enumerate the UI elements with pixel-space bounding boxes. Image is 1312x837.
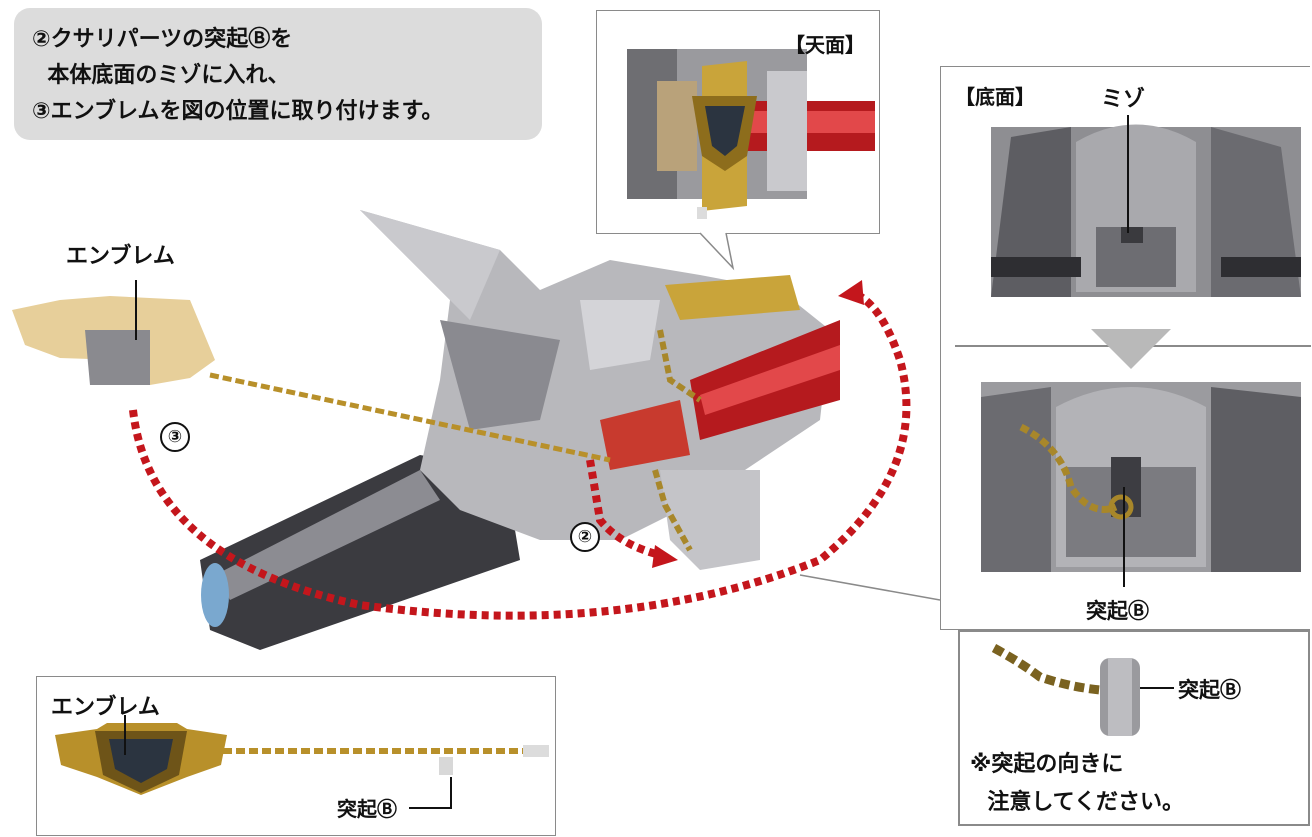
groove-label: ミゾ (1101, 87, 1146, 112)
parts-emblem-label: エンブレム (51, 695, 160, 720)
parts-protrusion-label: 突起Ⓑ (337, 797, 397, 821)
note-panel: 突起Ⓑ ※突起の向きに 注意してください。 (958, 630, 1310, 826)
instruction-box: ②クサリパーツの突起Ⓑを 本体底面のミゾに入れ、 ③エンブレムを図の位置に取り付… (14, 8, 542, 140)
note-protrusion-label: 突起Ⓑ (1178, 678, 1241, 702)
step-2-marker: ② (570, 522, 600, 552)
parts-panel: エンブレム 突起Ⓑ (36, 676, 556, 836)
parts-illustration (55, 715, 549, 809)
top-view-illustration (627, 49, 875, 219)
step-3-marker: ③ (160, 422, 190, 452)
main-emblem-label: エンブレム (66, 244, 175, 269)
top-view-panel: 【天面】 (596, 10, 880, 234)
bottom-protrusion-label: 突起Ⓑ (1086, 599, 1149, 623)
bottom-view-illustration (955, 115, 1311, 587)
instruction-line-3: ③エンブレムを図の位置に取り付けます。 (32, 99, 444, 124)
note-illustration (991, 644, 1174, 736)
instruction-line-1: ②クサリパーツの突起Ⓑを (32, 27, 293, 52)
instruction-line-2: 本体底面のミゾに入れ、 (32, 63, 290, 88)
bottom-view-title: 【底面】 (955, 85, 1035, 109)
top-view-title: 【天面】 (785, 33, 865, 57)
note-line-1: ※突起の向きに (970, 752, 1124, 777)
bottom-view-panel: 【底面】 ミゾ 突起Ⓑ (940, 66, 1311, 630)
note-line-2: 注意してください。 (972, 790, 1184, 815)
